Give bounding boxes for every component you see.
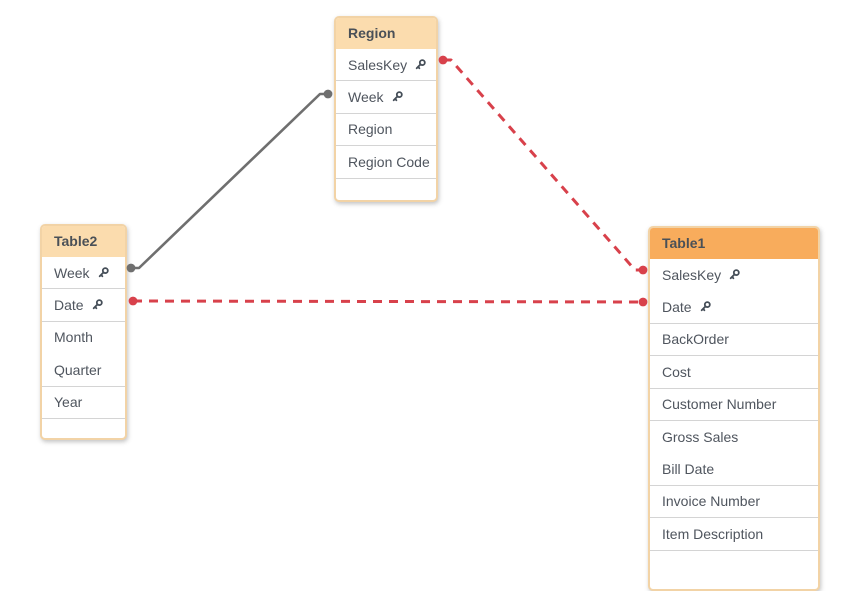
table-card-table1[interactable]: Table1 SalesKey Date BackOrder Cost Cust… bbox=[648, 226, 820, 591]
field-label: Region Code bbox=[348, 153, 430, 170]
field-row-region-saleskey[interactable]: SalesKey bbox=[336, 49, 436, 82]
field-label: Gross Sales bbox=[662, 428, 739, 445]
field-label: Week bbox=[54, 264, 90, 281]
field-row-table2-date[interactable]: Date bbox=[42, 289, 125, 322]
field-label: Date bbox=[662, 299, 692, 316]
table-header-table1[interactable]: Table1 bbox=[650, 228, 818, 259]
field-row-table1-invoicenumber[interactable]: Invoice Number bbox=[650, 486, 818, 519]
field-label: Quarter bbox=[54, 361, 102, 378]
field-row-table1-billdate[interactable]: Bill Date bbox=[650, 453, 818, 486]
field-label: Item Description bbox=[662, 525, 764, 542]
field-row-table1-saleskey[interactable]: SalesKey bbox=[650, 259, 818, 291]
connector-endpoint-dot bbox=[323, 89, 333, 99]
field-row-table1-cost[interactable]: Cost bbox=[650, 356, 818, 389]
field-label: Year bbox=[54, 394, 83, 411]
field-label: Week bbox=[348, 89, 384, 106]
field-label: SalesKey bbox=[348, 56, 408, 73]
key-icon bbox=[92, 299, 103, 310]
field-row-table2-month[interactable]: Month bbox=[42, 322, 125, 354]
field-label: Date bbox=[54, 297, 84, 314]
field-row-table2-year[interactable]: Year bbox=[42, 387, 125, 419]
field-label: Cost bbox=[662, 363, 691, 380]
field-row-table1-grosssales[interactable]: Gross Sales bbox=[650, 421, 818, 453]
field-label: SalesKey bbox=[662, 266, 722, 283]
field-label: Bill Date bbox=[662, 461, 715, 478]
field-row-table1-itemdescription[interactable]: Item Description bbox=[650, 518, 818, 551]
table-card-table2[interactable]: Table2 Week Date Month Quarter Year bbox=[40, 224, 127, 440]
connector-endpoint-dot bbox=[438, 55, 448, 65]
key-icon bbox=[98, 266, 109, 277]
connector-endpoint-dot bbox=[126, 263, 136, 273]
field-row-region-regioncode[interactable]: Region Code bbox=[336, 146, 436, 179]
key-icon bbox=[415, 58, 426, 69]
field-row-region-week[interactable]: Week bbox=[336, 81, 436, 114]
field-row-table1-backorder[interactable]: BackOrder bbox=[650, 324, 818, 357]
field-row-table2-week[interactable]: Week bbox=[42, 257, 125, 290]
key-icon bbox=[729, 268, 740, 279]
field-row-table2-quarter[interactable]: Quarter bbox=[42, 354, 125, 387]
table-header-table2[interactable]: Table2 bbox=[42, 226, 125, 257]
card-empty-space bbox=[42, 419, 125, 438]
connector-regionsaleskey-table1saleskey[interactable] bbox=[443, 58, 643, 272]
key-icon bbox=[700, 301, 711, 312]
field-row-table1-customernumber[interactable]: Customer Number bbox=[650, 389, 818, 421]
table-header-region[interactable]: Region bbox=[336, 18, 436, 49]
field-row-region-region[interactable]: Region bbox=[336, 114, 436, 147]
field-label: Invoice Number bbox=[662, 493, 761, 510]
field-row-table1-date[interactable]: Date bbox=[650, 291, 818, 324]
field-label: Month bbox=[54, 329, 93, 346]
key-icon bbox=[392, 91, 403, 102]
field-label: BackOrder bbox=[662, 331, 729, 348]
card-empty-space bbox=[336, 179, 436, 200]
connector-endpoint-dot bbox=[638, 297, 648, 307]
table-card-region[interactable]: Region SalesKey Week Region Region Code bbox=[334, 16, 438, 202]
field-label: Region bbox=[348, 121, 393, 138]
connector-endpoint-dot bbox=[638, 265, 648, 275]
connector-endpoint-dot bbox=[128, 296, 138, 306]
field-label: Customer Number bbox=[662, 396, 777, 413]
connector-table2date-table1date[interactable] bbox=[132, 299, 644, 304]
connector-table2week-regionweek[interactable] bbox=[131, 92, 328, 270]
